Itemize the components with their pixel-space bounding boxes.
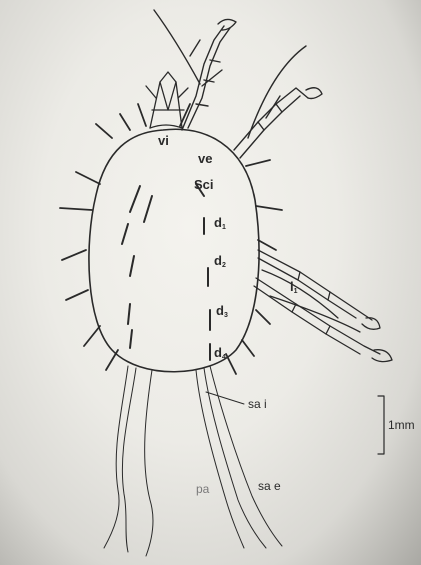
label-d3: d3 xyxy=(216,304,228,319)
label-d2: d2 xyxy=(214,254,226,269)
label-d4-sub: 4 xyxy=(222,354,226,361)
front-leg-left xyxy=(154,10,236,130)
label-d3-letter: d xyxy=(216,303,224,318)
label-d2-sub: 2 xyxy=(222,262,226,269)
label-d4-letter: d xyxy=(214,345,222,360)
label-d2-letter: d xyxy=(214,253,222,268)
label-d1-letter: d xyxy=(214,215,222,230)
label-l1: l1 xyxy=(290,280,298,295)
gnathosoma xyxy=(146,72,188,128)
label-d1-sub: 1 xyxy=(222,224,226,231)
hind-legs xyxy=(254,250,392,362)
label-sae: sa e xyxy=(258,480,281,492)
label-sci: Sci xyxy=(194,178,214,191)
label-d1: d1 xyxy=(214,216,226,231)
label-vi: vi xyxy=(158,134,169,147)
dorsal-setae xyxy=(122,184,210,360)
mite-body xyxy=(89,129,259,371)
label-sai: sa i xyxy=(248,398,267,410)
label-pa: pa xyxy=(196,483,209,495)
scale-bar xyxy=(378,396,384,454)
label-d3-sub: 3 xyxy=(224,312,228,319)
posterior-setae xyxy=(104,366,282,556)
label-d4: d4 xyxy=(214,346,226,361)
sai-leader xyxy=(206,392,244,404)
label-ve: ve xyxy=(198,152,212,165)
marginal-setae xyxy=(60,104,282,374)
front-leg-right xyxy=(234,46,322,158)
label-l1-sub: 1 xyxy=(294,288,298,295)
label-scale: 1mm xyxy=(388,419,415,431)
